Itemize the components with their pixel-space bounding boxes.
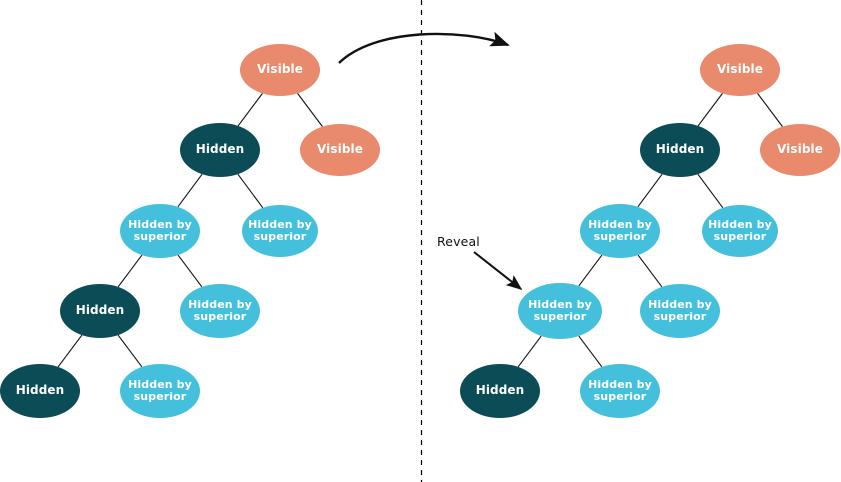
tree-edge xyxy=(578,335,603,368)
tree-node-l3[interactable]: Visible xyxy=(300,124,380,176)
tree-node-r1[interactable]: Visible xyxy=(700,44,780,96)
tree-node-r8[interactable]: Hidden xyxy=(460,364,540,418)
tree-edge xyxy=(57,334,83,368)
tree-edge xyxy=(177,173,203,208)
tree-node-label: Hidden by superior xyxy=(188,297,252,323)
tree-edge xyxy=(637,173,663,208)
tree-node-label: Hidden xyxy=(15,383,65,398)
tree-node-r9[interactable]: Hidden by superior xyxy=(580,364,660,418)
tree-node-l2[interactable]: Hidden xyxy=(180,123,260,177)
tree-node-l1[interactable]: Visible xyxy=(240,44,320,96)
tree-node-r2[interactable]: Hidden xyxy=(640,123,720,177)
tree-node-r6[interactable]: Hidden by superior xyxy=(518,283,602,339)
tree-node-label: Hidden by superior xyxy=(248,217,312,243)
tree-node-r7[interactable]: Hidden by superior xyxy=(640,284,720,338)
tree-edge xyxy=(757,93,783,127)
tree-node-l6[interactable]: Hidden xyxy=(60,284,140,338)
tree-node-label: Hidden by superior xyxy=(128,377,192,403)
tree-node-label: Visible xyxy=(317,142,363,157)
tree-node-l9[interactable]: Hidden by superior xyxy=(120,364,200,418)
tree-node-l4[interactable]: Hidden by superior xyxy=(120,204,200,258)
tree-node-l8[interactable]: Hidden xyxy=(0,364,80,418)
tree-node-label: Hidden by superior xyxy=(128,217,192,243)
tree-edge xyxy=(697,93,723,127)
tree-node-label: Visible xyxy=(777,142,823,157)
tree-edge xyxy=(297,93,323,127)
tree-node-label: Hidden by superior xyxy=(708,217,772,243)
tree-node-l5[interactable]: Hidden by superior xyxy=(242,205,318,257)
tree-edge xyxy=(237,93,263,127)
tree-node-label: Visible xyxy=(257,62,303,77)
tree-node-label: Hidden by superior xyxy=(528,297,592,323)
reveal-annotation-label: Reveal xyxy=(437,234,480,249)
tree-node-label: Hidden xyxy=(475,383,525,398)
tree-edge xyxy=(517,335,542,368)
reveal-arrow xyxy=(473,251,523,290)
tree-edge xyxy=(237,173,264,209)
tree-node-label: Hidden xyxy=(655,142,705,157)
tree-node-l7[interactable]: Hidden by superior xyxy=(180,284,260,338)
transform-curved-arrow xyxy=(338,31,510,64)
tree-edge xyxy=(117,254,143,288)
tree-edge xyxy=(117,334,143,368)
tree-node-r3[interactable]: Visible xyxy=(760,124,840,176)
tree-node-label: Hidden by superior xyxy=(588,377,652,403)
tree-edge xyxy=(177,254,203,288)
tree-edge xyxy=(578,254,603,287)
tree-node-label: Hidden by superior xyxy=(648,297,712,323)
tree-node-label: Hidden xyxy=(75,303,125,318)
tree-node-label: Hidden by superior xyxy=(588,217,652,243)
tree-node-r4[interactable]: Hidden by superior xyxy=(580,204,660,258)
tree-edge xyxy=(637,254,663,288)
tree-node-label: Hidden xyxy=(195,142,245,157)
tree-node-r5[interactable]: Hidden by superior xyxy=(702,205,778,257)
tree-edges xyxy=(57,93,783,368)
tree-edge xyxy=(697,173,724,209)
tree-node-label: Visible xyxy=(717,62,763,77)
